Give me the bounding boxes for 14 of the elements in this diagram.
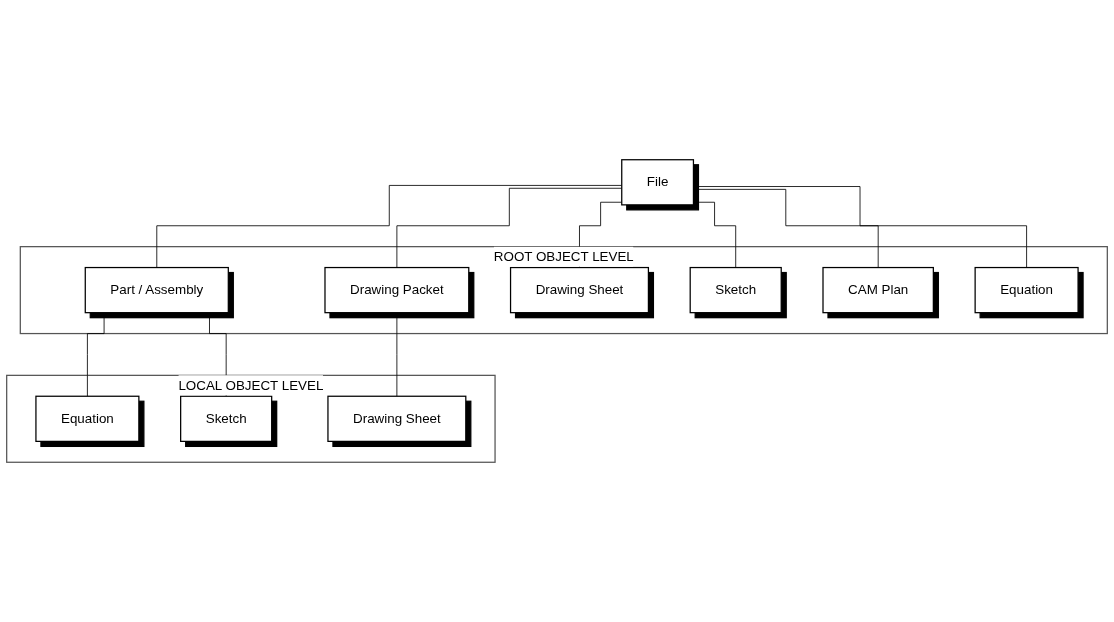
connector [693,201,737,268]
connector [396,312,398,397]
node-box: Sketch [180,395,273,442]
node-box: File [621,159,695,206]
connector [693,186,1027,268]
node-box: Sketch [689,266,782,314]
node-box: Drawing Sheet [327,395,467,442]
node-box: Drawing Packet [324,266,470,314]
node-box: Equation [35,395,140,442]
connector [693,188,879,268]
node-box: Equation [974,266,1079,314]
node-box: Part / Assembly [84,266,229,314]
node-box: Drawing Sheet [509,266,650,314]
node-box: CAM Plan [822,266,934,314]
